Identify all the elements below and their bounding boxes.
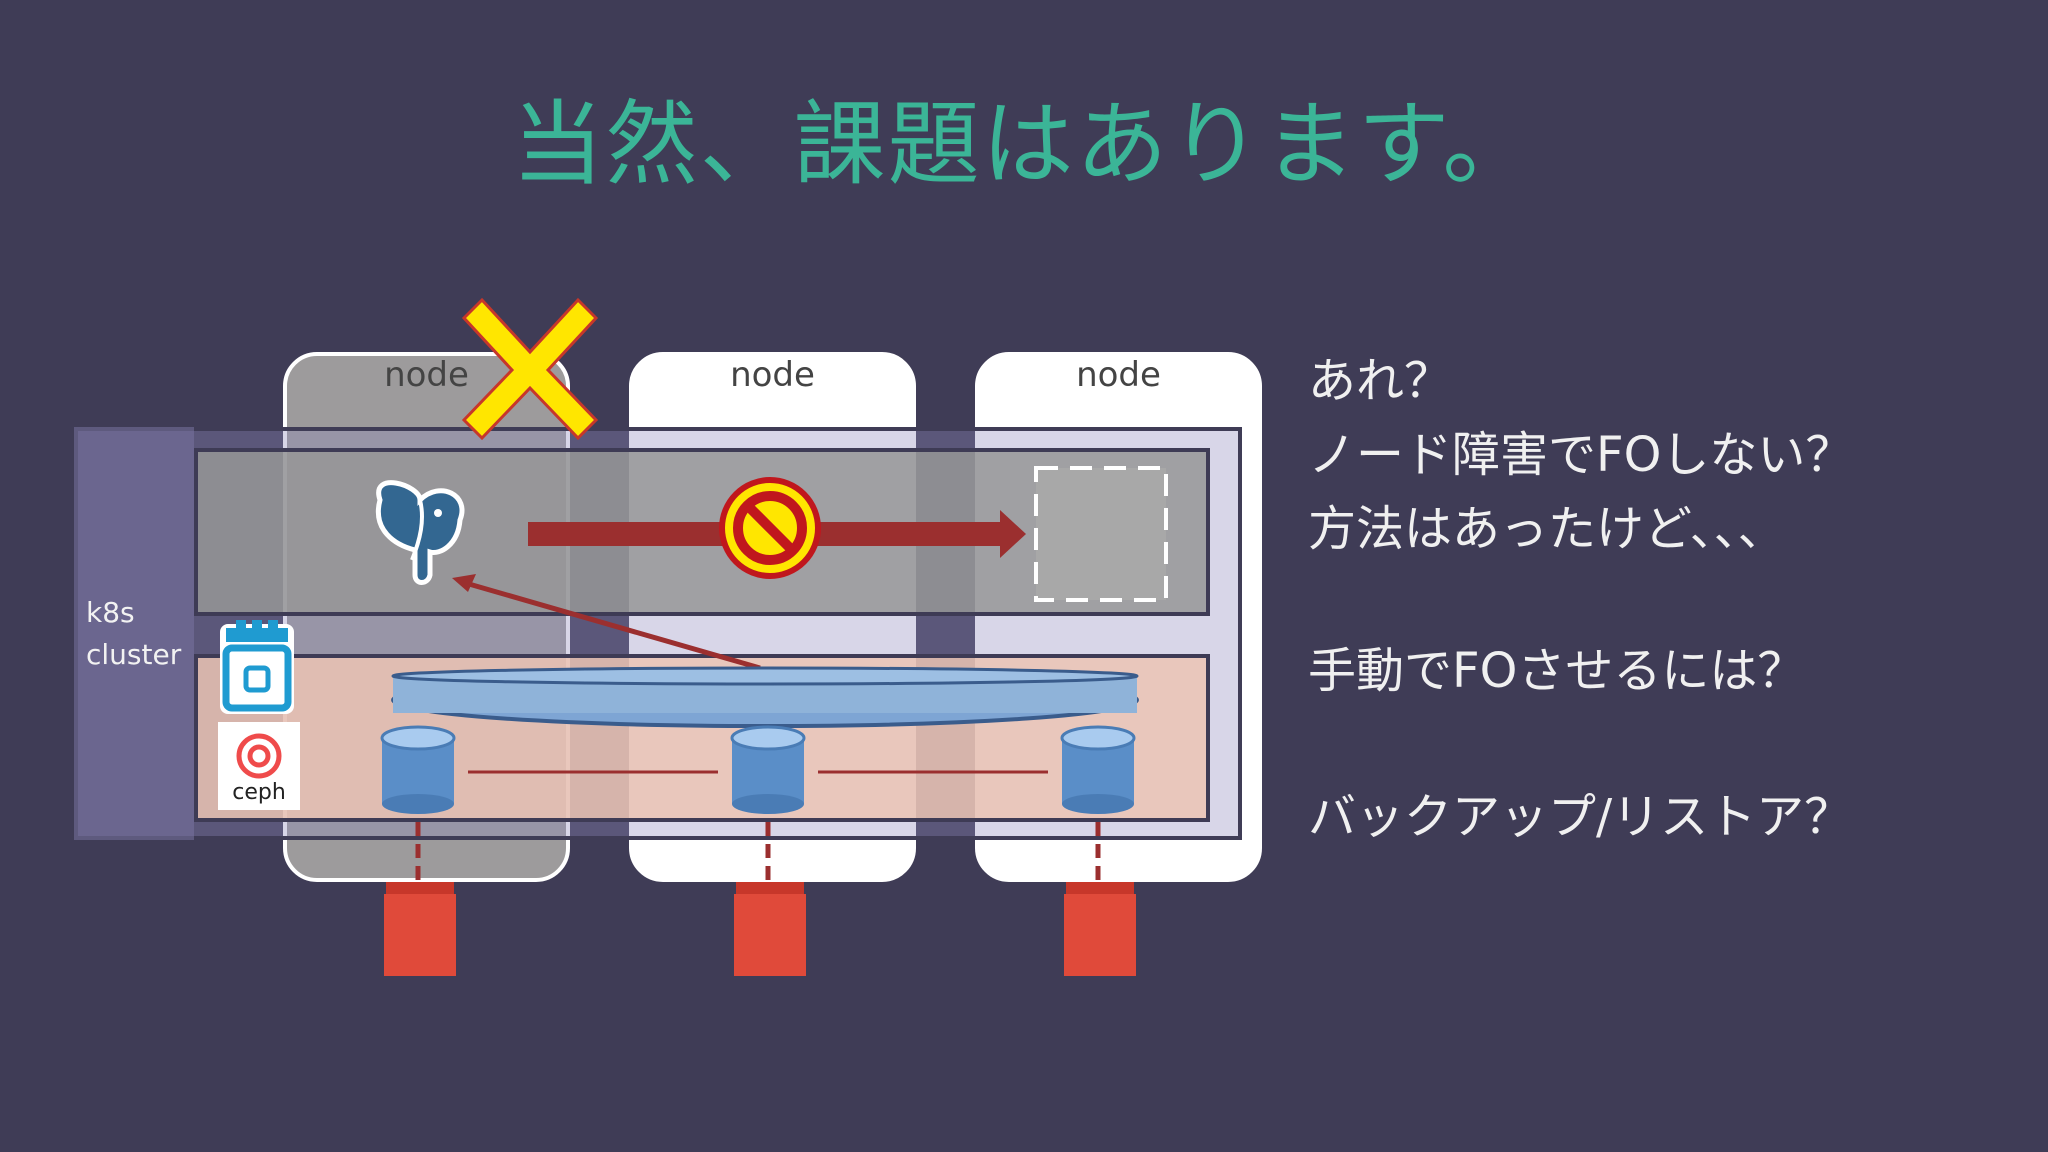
prohibited-icon [719, 477, 821, 579]
block-device-icon-2 [734, 882, 806, 976]
cylinder-disk-icon-3 [1060, 725, 1136, 814]
shared-volume [391, 666, 1139, 728]
cylinder-disk-icon-1 [380, 725, 456, 814]
block-device-icon-3 [1064, 882, 1136, 976]
text-line-5: バックアップ/リストア？ [1308, 789, 1853, 845]
ceph-logo-icon [218, 722, 300, 810]
text-line-4: 手動でFOさせるには？ [1308, 643, 1806, 699]
cluster-label: k8s cluster [86, 592, 181, 676]
cylinder-disk-icon-2 [730, 725, 806, 814]
text-line-3: 方法はあったけど、、、 [1308, 501, 1786, 557]
empty-pod-slot [1034, 466, 1168, 602]
x-mark-icon [461, 297, 599, 441]
text-line-2: ノード障害でFOしない？ [1308, 427, 1854, 483]
node-label-1: node [384, 355, 469, 395]
volume-link-arrow [461, 579, 761, 671]
ceph-label: ceph [232, 780, 286, 805]
text-line-1: あれ？ [1308, 353, 1453, 409]
cluster-label-line1: k8s [86, 596, 135, 629]
postgresql-elephant-icon [375, 480, 465, 585]
cluster-label-panel [74, 427, 194, 840]
rook-castle-icon [220, 620, 294, 714]
node-label-2: node [730, 355, 815, 395]
cluster-label-line2: cluster [86, 638, 182, 671]
node-label-3: node [1076, 355, 1161, 395]
slide-title: 当然、課題はあります。 [511, 91, 1537, 198]
block-device-icon-1 [384, 882, 456, 976]
